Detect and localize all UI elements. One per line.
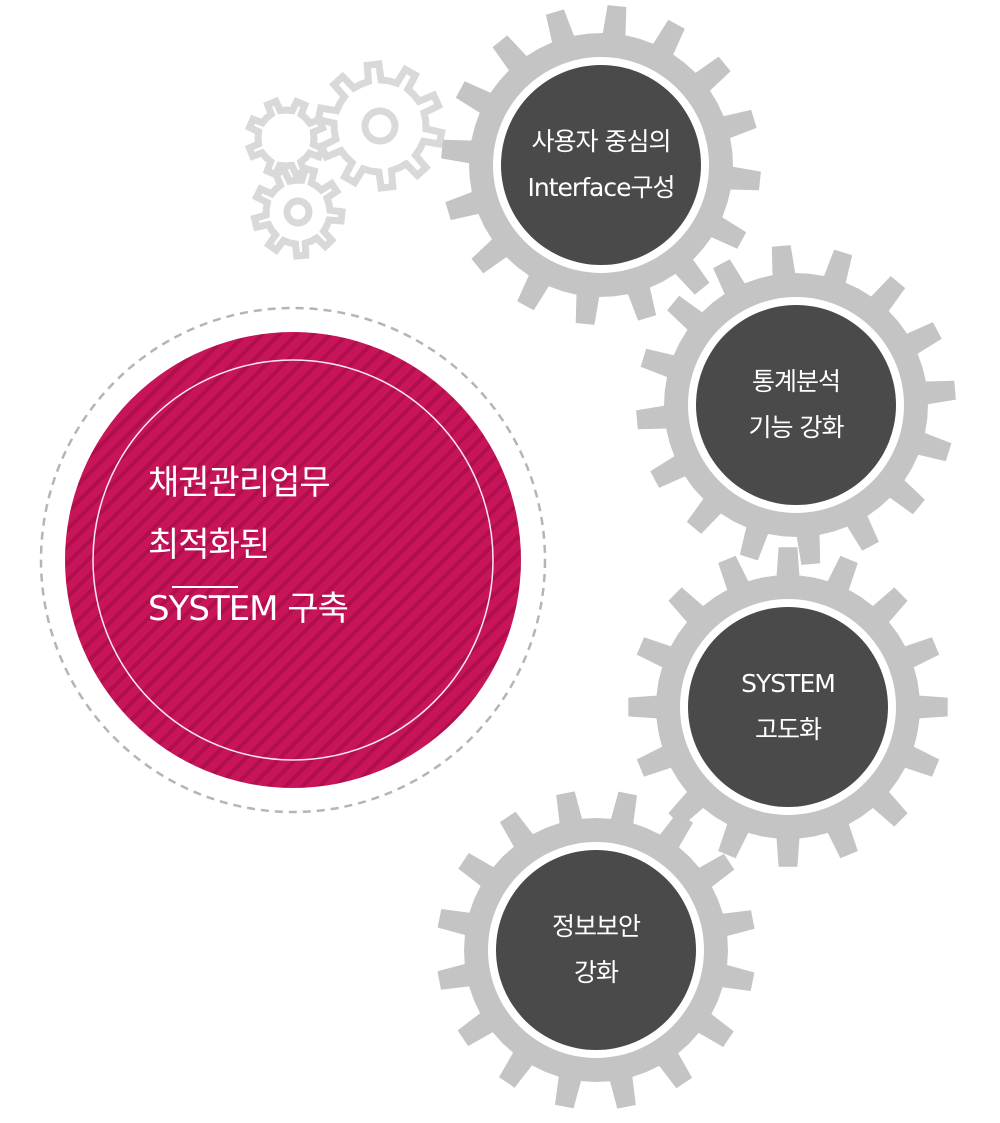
blank-underline: [172, 586, 238, 588]
gear-label-line-2: 기능 강화: [748, 413, 845, 442]
gear-label-statistics: 통계분석 기능 강화: [748, 359, 845, 451]
gear-label-line-2: Interface구성: [527, 173, 676, 202]
gear-label-interface: 사용자 중심의 Interface구성: [527, 119, 676, 211]
deco-gear-icon: [250, 164, 346, 260]
gear-inner-disc: [496, 850, 696, 1050]
main-circle: [39, 306, 547, 814]
gear-inner-disc: [688, 607, 888, 807]
main-title-line-2-text: 최적화된: [148, 525, 270, 565]
gear-interface: [441, 5, 761, 325]
main-title: 채권관리업무 최적화된 SYSTEM 구축: [148, 452, 349, 640]
gear-inner-disc: [696, 305, 896, 505]
gear-label-line-1: 통계분석: [751, 367, 841, 396]
gear-label-line-1: 정보보안: [551, 912, 641, 941]
main-title-line-2: 최적화된: [148, 514, 348, 588]
gear-label-line-1: 사용자 중심의: [531, 127, 672, 156]
gear-label-line-2: 강화: [573, 958, 619, 987]
gear-security: [437, 791, 755, 1109]
main-circle-fill: [65, 332, 521, 788]
gear-label-line-1: SYSTEM: [741, 669, 836, 698]
deco-gear-icon: [314, 60, 446, 192]
deco-gear-hub-icon: [361, 107, 399, 145]
gear-inner-disc: [501, 65, 701, 265]
gear-label-line-2: 고도화: [754, 715, 822, 744]
gear-label-system: SYSTEM 고도화: [741, 661, 836, 753]
deco-gear-icon: [244, 96, 328, 180]
main-circle-inner-ring: [92, 359, 494, 761]
deco-gear-hub-icon: [283, 197, 313, 227]
main-title-line-1: 채권관리업무: [148, 463, 331, 503]
main-title-line-3: SYSTEM 구축: [148, 589, 349, 629]
gear-statistics: [636, 245, 956, 565]
gear-system: [628, 547, 948, 867]
dashed-outer-ring: [39, 306, 547, 814]
decorative-gears: [244, 60, 446, 260]
gear-label-security: 정보보안 강화: [551, 904, 641, 996]
